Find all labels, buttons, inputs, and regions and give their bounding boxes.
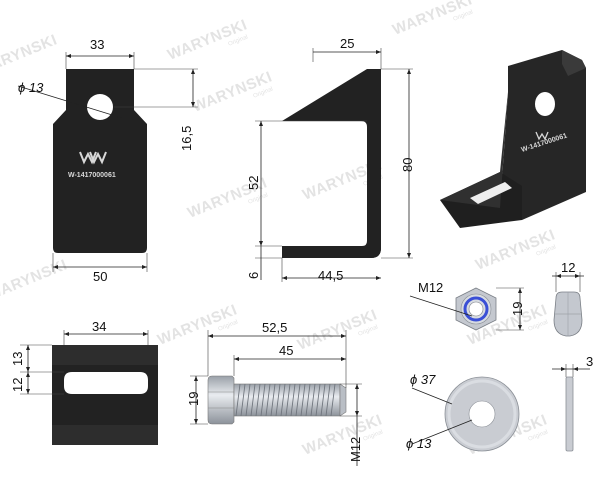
dim-plate-width: 50 xyxy=(93,269,107,284)
dim-bolt-length-total: 52,5 xyxy=(262,320,287,335)
dim-slot-top: 13 xyxy=(10,352,25,366)
dim-nut-size: 19 xyxy=(510,302,525,316)
dim-profile-height-inner: 52 xyxy=(246,176,261,190)
dim-bolt-thread: M12 xyxy=(348,437,363,462)
plate-hole xyxy=(87,94,113,120)
dim-hole-to-top: 16,5 xyxy=(179,126,194,151)
slot-cutout xyxy=(64,372,148,394)
dim-slot-width: 34 xyxy=(92,319,106,334)
washer-hole xyxy=(468,400,496,428)
slot-bracket-view: 34 13 12 xyxy=(10,319,158,445)
dim-bolt-thread-length: 45 xyxy=(279,343,293,358)
dim-profile-thickness: 6 xyxy=(246,272,261,279)
dim-nut-thread: M12 xyxy=(418,280,443,295)
dim-washer-thickness: 3 xyxy=(586,354,593,369)
washer-side-view: 3 xyxy=(552,354,593,452)
waryński-logo-icon xyxy=(535,131,549,141)
watermark-text: WARYNSKI xyxy=(0,256,70,303)
part-code-label: W-1417000061 xyxy=(68,172,116,179)
dim-nut-height: 12 xyxy=(561,260,575,275)
dim-washer-outer: ϕ 37 xyxy=(410,372,436,387)
washer-top-view: ϕ 37 ϕ 13 xyxy=(406,372,520,452)
dim-bolt-head: 19 xyxy=(186,392,201,406)
profile-side-view: 25 52 80 6 44,5 xyxy=(246,36,415,283)
dim-plate-top-width: 33 xyxy=(90,37,104,52)
nut-lock-ring xyxy=(463,296,489,322)
bracket-isometric-view: W-1417000061 xyxy=(440,50,586,228)
nut-side-view: 12 xyxy=(552,260,584,337)
plate-body xyxy=(53,69,147,253)
washer-side-body xyxy=(565,376,574,452)
bolt-thread xyxy=(235,383,336,417)
dim-slot-height: 12 xyxy=(10,378,25,392)
bolt-view: 52,5 45 19 M12 xyxy=(186,320,363,466)
waryński-logo-icon xyxy=(79,151,107,165)
dim-washer-inner: ϕ 13 xyxy=(406,436,432,451)
profile-body xyxy=(282,69,381,258)
watermark-text: WARYNSKI xyxy=(0,31,60,78)
dim-hole-diameter: ϕ 13 xyxy=(18,80,44,95)
dim-profile-height-total: 80 xyxy=(400,158,415,172)
bolt-head xyxy=(207,375,235,425)
dim-profile-bottom: 44,5 xyxy=(318,268,343,283)
slot-bracket-body xyxy=(52,345,158,445)
nut-top-view: M12 19 xyxy=(409,280,525,331)
dim-profile-top: 25 xyxy=(340,36,354,51)
plate-front-view: W-1417000061 33 ϕ 13 16,5 50 xyxy=(17,37,198,284)
